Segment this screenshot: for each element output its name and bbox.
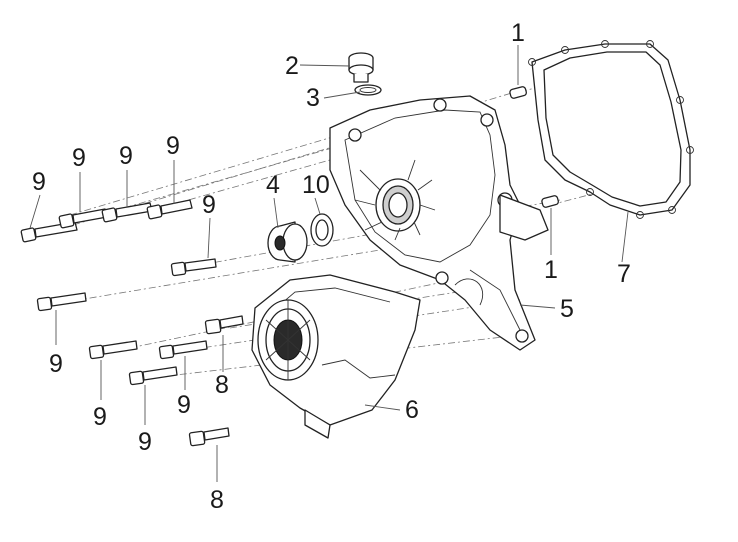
bushing-part [267,221,308,263]
seal-ring-part [310,213,334,247]
callout-7: 7 [617,260,631,288]
sprocket-cover-part [251,274,421,439]
callout-9-h: 9 [177,391,191,419]
callout-9-e: 9 [202,191,216,219]
callout-labels: 1 1 2 3 4 5 6 7 8 8 9 9 9 9 9 9 9 9 9 10 [32,19,631,514]
bolt-9-low-b [158,340,208,360]
callout-9-i: 9 [138,428,152,456]
dowel-pin-lower [541,195,559,208]
bolt-9-low-c [128,366,178,386]
bolt-8-upper [204,315,244,335]
callout-1-lower: 1 [544,256,558,284]
callout-9-g: 9 [93,403,107,431]
callout-9-d: 9 [166,132,180,160]
bolt-9-low-a [88,340,138,360]
callout-3: 3 [306,84,320,112]
callout-9-a: 9 [32,168,46,196]
bolt-9-row-c [101,202,153,223]
bolt-9-row-d [146,199,193,220]
callout-9-b: 9 [72,144,86,172]
dowel-pin-upper [509,86,527,99]
filler-plug-part [348,52,374,83]
bolt-9-mid [170,258,217,277]
bolt-9-row-b [58,208,108,229]
callout-9-f: 9 [49,350,63,378]
callout-9-c: 9 [119,142,133,170]
gasket-part [528,40,694,219]
callout-4: 4 [266,171,280,199]
callout-8-lower: 8 [210,486,224,514]
callout-6: 6 [405,396,419,424]
crankcase-cover-part [329,95,549,351]
callout-2: 2 [285,52,299,80]
callout-10: 10 [302,171,330,199]
callout-5: 5 [560,295,574,323]
callout-1-upper: 1 [511,19,525,47]
o-ring-part [354,84,382,96]
bolt-8-lower [188,427,230,447]
leader-lines [29,45,629,482]
callout-8-upper: 8 [215,371,229,399]
bolt-9-left [36,292,87,312]
